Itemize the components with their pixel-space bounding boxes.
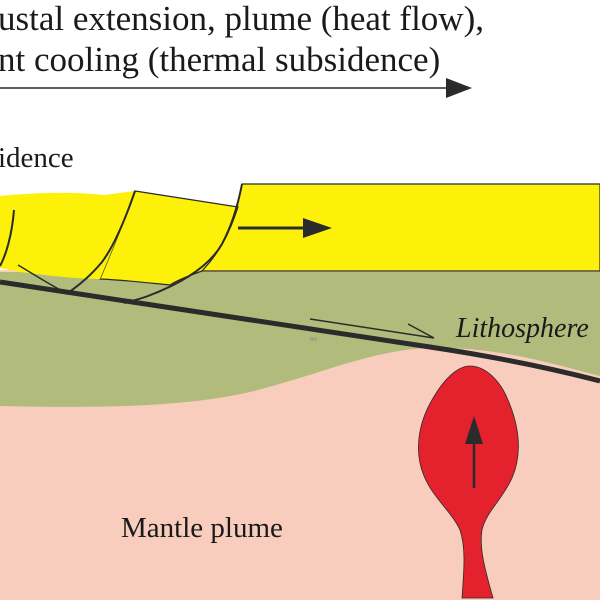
shear-arrow-line <box>309 318 435 339</box>
fault-line-middle <box>65 190 136 295</box>
plume-arrow-head <box>465 416 483 444</box>
fault-line-left <box>0 209 15 267</box>
crust-block-left <box>0 191 135 279</box>
title-line-2: nt cooling (thermal subsidence) <box>0 40 440 79</box>
title-arrow-head <box>446 78 472 98</box>
shear-arrow-barb <box>407 323 435 339</box>
lithosphere-label: Lithosphere <box>455 313 589 344</box>
extension-arrow-head <box>303 218 332 238</box>
fault-line-right <box>123 183 243 304</box>
detachment-fault <box>0 279 600 384</box>
title-line-1: ustal extension, plume (heat flow), <box>0 0 484 38</box>
subsidence-label: idence <box>0 142 74 174</box>
mantle-plume-body <box>418 365 519 599</box>
mantle-plume-label: Mantle plume <box>121 512 283 544</box>
watermark-label: BR <box>310 337 317 343</box>
